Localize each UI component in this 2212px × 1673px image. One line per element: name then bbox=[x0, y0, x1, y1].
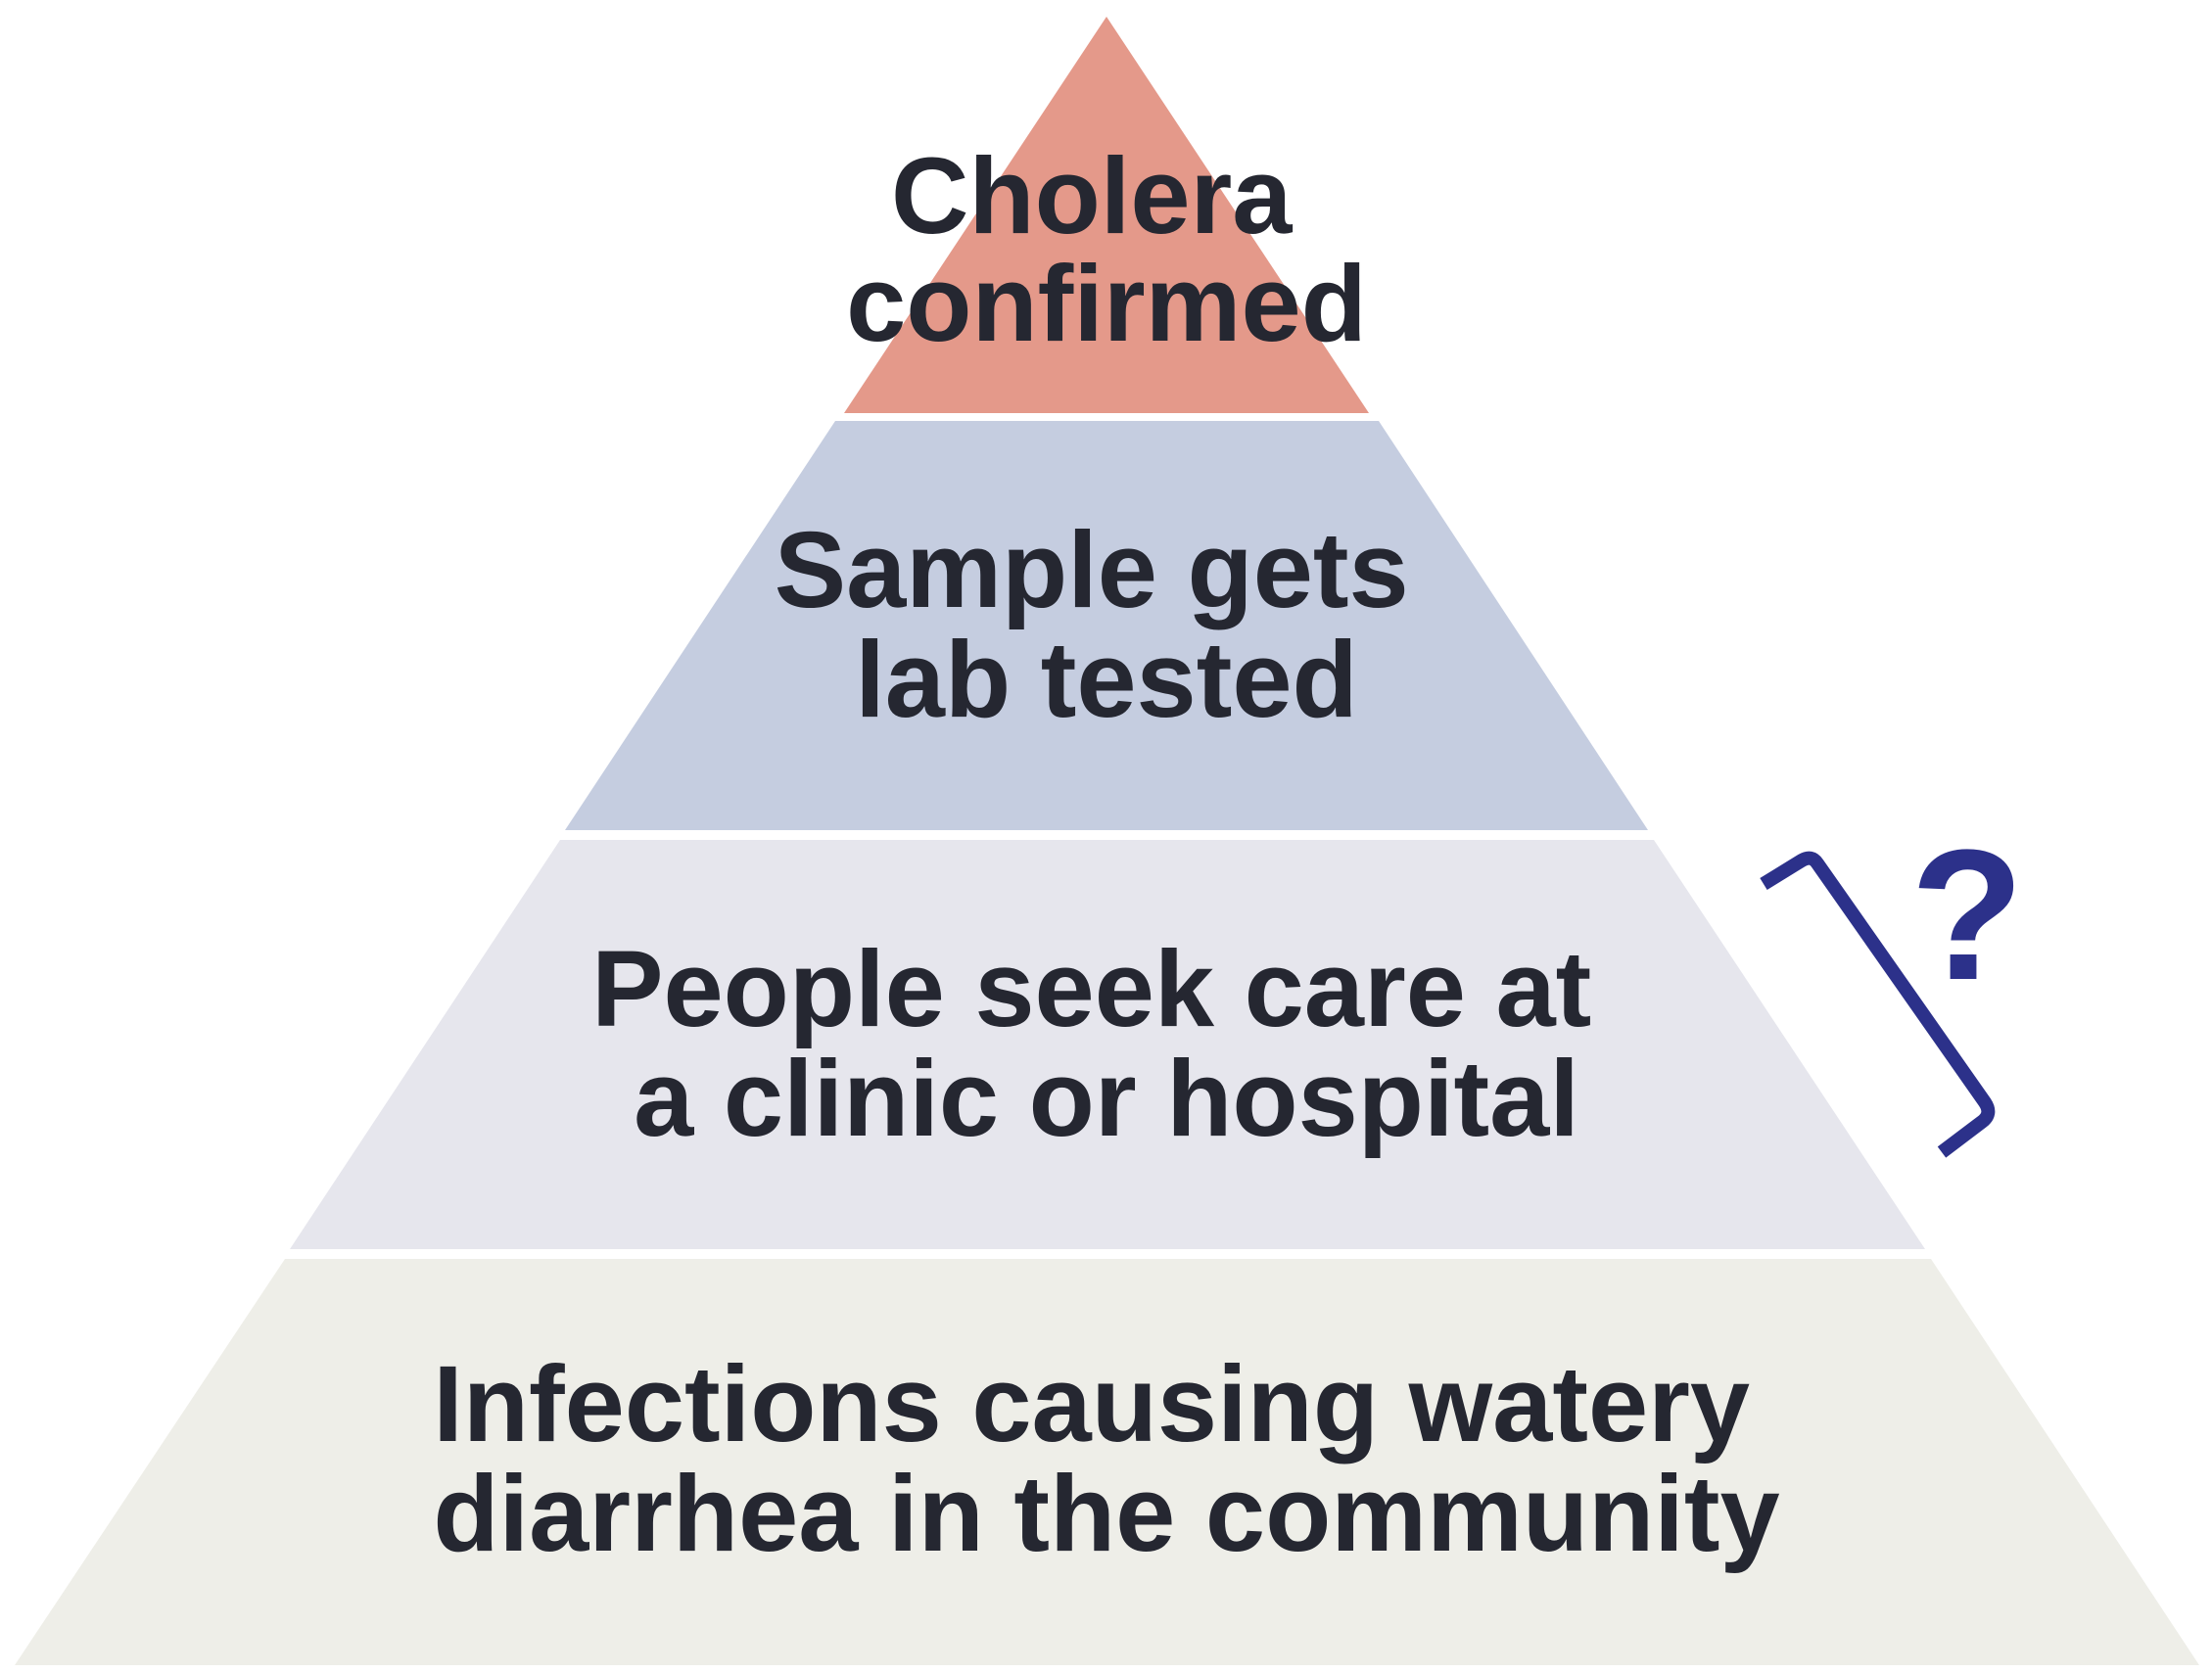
question-mark-icon: ? bbox=[1910, 812, 2024, 1019]
tier-lab-tested-line-2: lab tested bbox=[855, 620, 1357, 740]
tier-seek-care-shape bbox=[290, 840, 1925, 1249]
tier-community: Infections causing watery diarrhea in th… bbox=[15, 1259, 2199, 1665]
tier-seek-care: People seek care at a clinic or hospital bbox=[290, 840, 1925, 1249]
bracket-icon bbox=[1760, 851, 1996, 1158]
tier-community-label: Infections causing watery diarrhea in th… bbox=[433, 1344, 1779, 1574]
tier-lab-tested: Sample gets lab tested bbox=[565, 421, 1648, 830]
tier-community-shape bbox=[15, 1259, 2199, 1665]
tier-lab-tested-label: Sample gets lab tested bbox=[775, 510, 1439, 740]
tier-confirmed-shape bbox=[844, 17, 1369, 413]
tier-seek-care-line-1: People seek care at bbox=[591, 929, 1591, 1049]
tier-lab-tested-shape bbox=[565, 421, 1648, 830]
tier-seek-care-line-2: a clinic or hospital bbox=[634, 1039, 1579, 1159]
tier-seek-care-label: People seek care at a clinic or hospital bbox=[591, 929, 1622, 1159]
uncertainty-annotation: ? bbox=[1760, 812, 2024, 1158]
tier-community-line-1: Infections causing watery bbox=[433, 1344, 1750, 1464]
tier-confirmed: Cholera confirmed bbox=[844, 17, 1369, 413]
tier-confirmed-line-2: confirmed bbox=[846, 244, 1367, 364]
tier-confirmed-line-1: Cholera bbox=[891, 136, 1293, 256]
tier-lab-tested-line-1: Sample gets bbox=[775, 510, 1409, 630]
tier-community-line-2: diarrhea in the community bbox=[433, 1454, 1779, 1574]
tier-confirmed-label: Cholera confirmed bbox=[846, 136, 1367, 364]
